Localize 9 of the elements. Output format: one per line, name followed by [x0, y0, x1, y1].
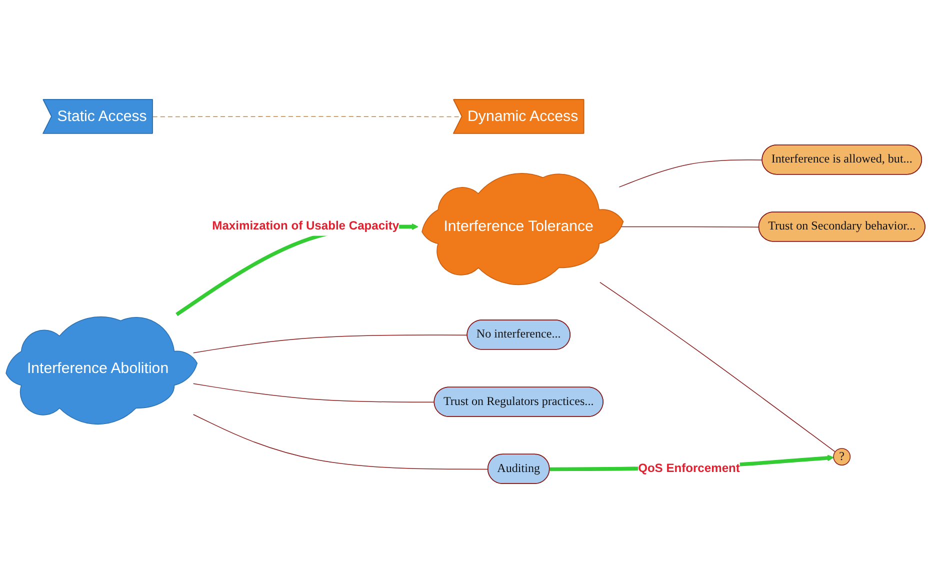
edge-label: QoS Enforcement	[638, 462, 740, 475]
connector	[192, 383, 435, 403]
connector	[600, 282, 836, 452]
connector	[192, 334, 468, 354]
node-circle: ?	[833, 448, 851, 466]
edge-label: Maximization of Usable Capacity	[212, 220, 400, 233]
connector	[192, 414, 489, 470]
connector	[618, 160, 763, 188]
connector	[618, 226, 760, 228]
